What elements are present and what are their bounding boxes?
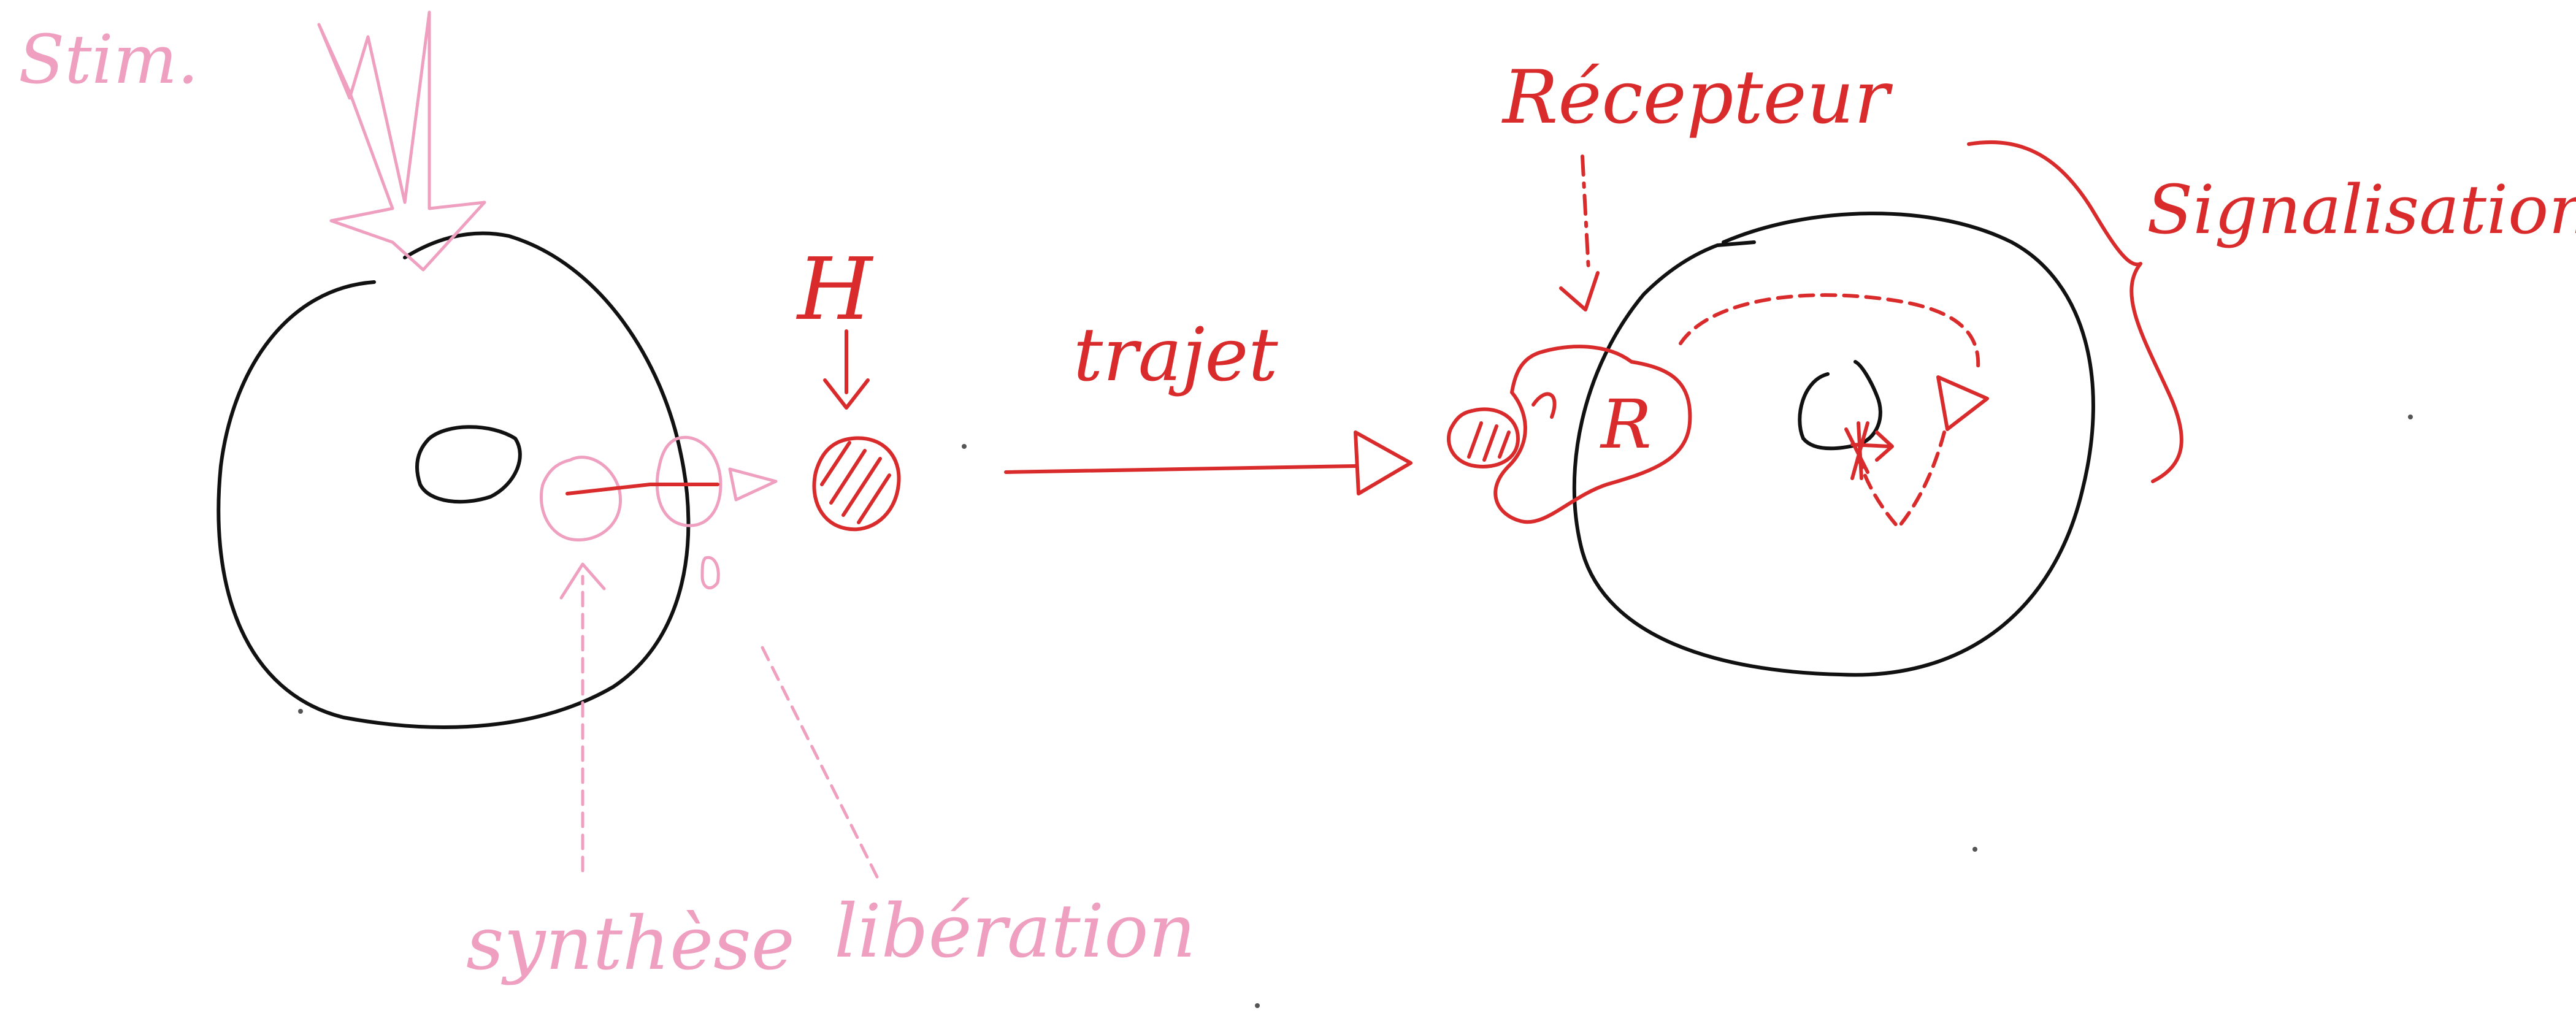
hormone-label: H	[795, 240, 874, 340]
receptor-pointer-line	[1581, 155, 1590, 272]
synthesis-site	[539, 435, 778, 590]
signalisation-label: Signalisation	[2147, 170, 2576, 249]
receptor-letter: R	[1600, 385, 1652, 464]
emitting-cell-membrane	[217, 231, 691, 729]
signalisation: Signalisation	[1967, 140, 2576, 483]
receptor-outline	[1493, 345, 1692, 524]
stimulus-label: Stim.	[18, 20, 199, 99]
release-arrowhead	[728, 467, 778, 502]
receptor-label: Récepteur	[1501, 55, 1893, 140]
synthesis-vesicle	[539, 456, 622, 541]
target-cell	[1572, 212, 2095, 677]
bound-hormone	[1446, 407, 1520, 468]
trajet-arrow-shaft	[1004, 464, 1357, 474]
target-cell-membrane	[1572, 212, 2095, 677]
nuclear-signal-arrow	[1844, 421, 1894, 480]
stimulus-lightning-arrow	[317, 10, 486, 272]
receptor-inner-loop	[1531, 392, 1557, 419]
small-release-marker	[700, 556, 720, 590]
trajet: trajet	[1004, 313, 1413, 495]
stray-dot	[962, 444, 967, 449]
effector-triangle	[1936, 375, 1989, 431]
signal-path-upper	[1679, 293, 1980, 370]
synthesis-pointer-head	[559, 562, 606, 600]
bound-hormone-hatching	[1467, 421, 1511, 462]
signalisation-bracket	[1967, 140, 2183, 483]
emitting-cell-nucleus	[415, 425, 522, 504]
trajet-label: trajet	[1073, 313, 1278, 398]
exocytosis-circle	[655, 435, 723, 527]
liberation-label: libération	[834, 889, 1196, 974]
stray-dots	[298, 415, 2413, 1008]
receptor-complex: R	[1446, 345, 1692, 524]
receptor-pointer: Récepteur	[1501, 55, 1893, 312]
emitting-cell	[217, 231, 691, 729]
stray-dot	[1255, 1003, 1260, 1008]
synthesis-to-release-arrow	[565, 483, 719, 495]
hormone-molecule	[812, 436, 901, 532]
stray-dot	[1972, 847, 1977, 852]
hormone-down-arrow	[823, 329, 870, 410]
receptor-pointer-head	[1559, 271, 1600, 312]
trajet-arrowhead	[1354, 430, 1413, 495]
signal-path-lower	[1857, 430, 1946, 529]
stray-dot	[298, 709, 303, 714]
liberation-pointer	[759, 642, 879, 879]
target-cell-nucleus	[1798, 360, 1882, 451]
stray-dot	[2408, 415, 2413, 419]
hormone-hatching	[820, 441, 891, 524]
intracellular-signaling	[1679, 293, 1989, 529]
bottom-pointers	[559, 562, 879, 879]
synthesis-label: synthèse	[466, 901, 795, 987]
stimulus: Stim.	[18, 10, 486, 272]
hormone: H	[795, 240, 901, 532]
